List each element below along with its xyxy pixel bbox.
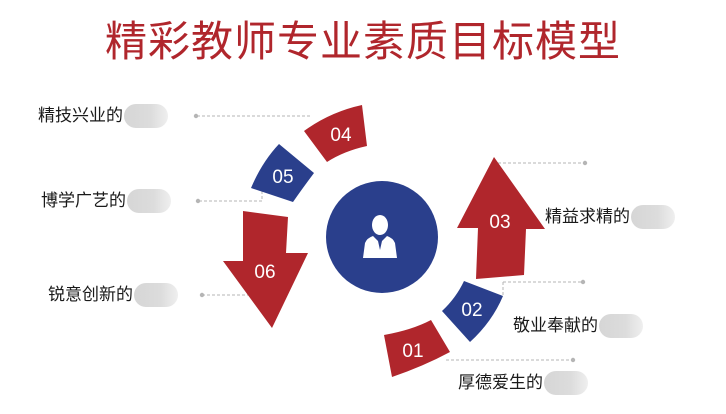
svg-text:05: 05: [272, 167, 293, 188]
step-05-segment: 05: [251, 144, 314, 202]
label-step-03: 精益求精的: [545, 205, 675, 229]
svg-text:04: 04: [330, 125, 352, 146]
label-step-02: 敬业奉献的: [513, 314, 643, 338]
label-step-04: 精技兴业的: [38, 104, 168, 128]
blurred-text: [127, 189, 171, 213]
leader-lines: [197, 115, 584, 361]
blurred-text: [544, 371, 588, 395]
leader-dots: [193, 113, 588, 363]
svg-text:06: 06: [254, 262, 275, 283]
svg-text:03: 03: [489, 212, 510, 233]
label-step-06: 锐意创新的: [48, 283, 178, 307]
label-step-05: 博学广艺的: [41, 189, 171, 213]
step-04-segment: 04: [304, 105, 367, 162]
leader-line-02: [502, 281, 583, 296]
blurred-text: [599, 314, 643, 338]
step-01-segment: 01: [384, 320, 450, 377]
center-circle: [326, 181, 438, 293]
page-title: 精彩教师专业素质目标模型: [104, 17, 621, 66]
blurred-text: [124, 104, 168, 128]
blurred-text: [631, 205, 675, 229]
svg-text:01: 01: [402, 341, 423, 362]
blurred-text: [134, 283, 178, 307]
person-business-icon: [363, 215, 397, 258]
step-03-arrow: 03: [457, 157, 545, 279]
step-02-segment: 02: [442, 281, 503, 342]
svg-text:02: 02: [461, 300, 482, 321]
label-step-01: 厚德爱生的: [458, 371, 588, 395]
step-06-arrow: 06: [223, 211, 308, 328]
leader-line-05: [199, 190, 263, 202]
